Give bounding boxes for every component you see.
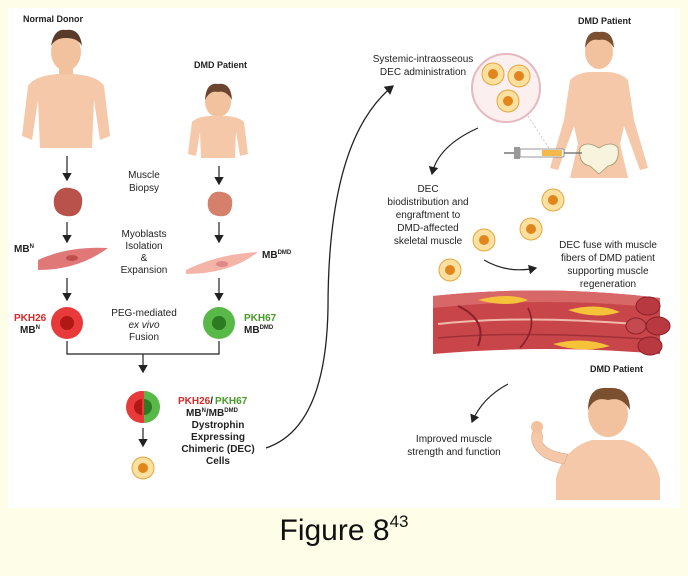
myoblasts-label-3: & (141, 253, 148, 264)
dmd-patient-left-label: DMD Patient (194, 60, 247, 70)
muscle-biopsy-label-2: Biopsy (129, 183, 159, 194)
administration-curve-arrow (265, 85, 395, 449)
fuse-label-3: supporting muscle (567, 266, 649, 277)
fused-chimeric-cell (126, 391, 160, 423)
fuse-label-2: fibers of DMD patient (561, 253, 655, 264)
peg-label-2: ex vivo (128, 320, 160, 331)
pkh26-mb-label: MBN (20, 325, 40, 336)
normal-donor-figure (22, 29, 110, 148)
systemic-label-2: DEC administration (380, 67, 466, 78)
dec-cell (131, 456, 155, 480)
dmd-patient-bottom-right-figure (531, 387, 660, 500)
fuse-label-4: regeneration (580, 279, 636, 290)
myoblasts-label-4: Expansion (121, 265, 168, 276)
syringe (504, 147, 582, 159)
arrow-to-improvement (470, 383, 509, 424)
pkh67-label: PKH67 (244, 313, 277, 324)
arrow-to-fusion (483, 259, 538, 275)
biodist-label-2: biodistribution and (387, 197, 468, 208)
fused-stain-label: PKH26/PKH67 (178, 396, 248, 407)
muscle-fiber-bundle (433, 290, 671, 356)
diagram-canvas: Normal Donor DMD Patient Muscle Biopsy M… (14, 14, 671, 500)
biodist-label-4: DMD-affected (397, 223, 459, 234)
caption-reference: 43 (389, 512, 409, 531)
systemic-label-1: Systemic-intraosseous (373, 54, 474, 65)
muscle-biopsy-label-1: Muscle (128, 170, 160, 181)
fused-mb-label: MBN/MBDMD (186, 408, 239, 419)
dmd-patient-left-figure (188, 83, 248, 158)
biodist-label-3: engraftment to (396, 210, 461, 221)
circulating-dec-cell (519, 217, 543, 241)
myoblasts-label-1: Myoblasts (121, 229, 166, 240)
circulating-dec-cell (541, 188, 565, 212)
biodist-label-5: skeletal muscle (394, 236, 463, 247)
figure-caption: Figure 843 (0, 512, 688, 548)
donor-biopsy-tissue (53, 187, 83, 217)
magnified-bloodstream-bubble (471, 53, 541, 123)
dmd-patient-top-right-figure (550, 31, 648, 178)
caption-text: Figure 8 (279, 514, 390, 547)
circulating-dec-cell (438, 258, 462, 282)
dec-label-4: Cells (206, 456, 230, 467)
myoblasts-label-2: Isolation (125, 241, 162, 252)
dec-label-2: Expressing (191, 432, 245, 443)
pkh26-red-cell (51, 307, 83, 339)
figure-panel: Normal Donor DMD Patient Muscle Biopsy M… (8, 8, 680, 508)
mb-dmd-label: MBDMD (262, 250, 292, 261)
circulating-dec-cell (472, 228, 496, 252)
dec-label-1: Dystrophin (192, 420, 245, 431)
peg-label-1: PEG-mediated (111, 308, 177, 319)
dec-label-3: Chimeric (DEC) (181, 444, 254, 455)
pkh26-label: PKH26 (14, 313, 47, 324)
dmd-patient-top-right-label: DMD Patient (578, 16, 631, 26)
arrow-biodistribution (428, 127, 479, 176)
patient-biopsy-tissue (207, 191, 233, 217)
normal-donor-label: Normal Donor (23, 14, 84, 24)
pkh67-green-cell (203, 307, 235, 339)
improved-label-1: Improved muscle (416, 434, 493, 445)
fuse-label-1: DEC fuse with muscle (559, 240, 657, 251)
pkh67-mb-label: MBDMD (244, 325, 274, 336)
mb-n-label: MBN (14, 244, 34, 255)
biodist-label-1: DEC (417, 184, 438, 195)
improved-label-2: strength and function (407, 447, 500, 458)
dmd-patient-bottom-right-label: DMD Patient (590, 364, 643, 374)
peg-label-3: Fusion (129, 332, 159, 343)
